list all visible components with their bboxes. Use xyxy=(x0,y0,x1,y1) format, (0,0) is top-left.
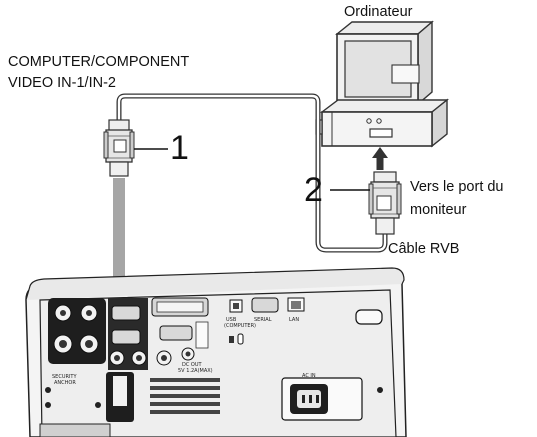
cable-label: Câble RVB xyxy=(388,241,460,257)
usb-label: USB xyxy=(226,317,237,323)
vga-connector-1 xyxy=(103,119,168,177)
dc-out-sub-label: 5V 1.2A(MAX) xyxy=(178,368,213,374)
input-label-line2: VIDEO IN-1/IN-2 xyxy=(8,75,116,91)
projector-rear-panel: USB (COMPUTER) SERIAL LAN AC IN DC OUT 5… xyxy=(25,267,407,437)
monitor-port-label-line1: Vers le port du xyxy=(410,179,504,195)
lan-label: LAN xyxy=(289,317,299,323)
serial-label: SERIAL xyxy=(254,317,272,323)
vga-connector-2 xyxy=(330,171,402,235)
dc-out-label: DC OUT xyxy=(182,362,203,368)
anchor-label: ANCHOR xyxy=(54,380,76,386)
input-label-line1: COMPUTER/COMPONENT xyxy=(8,54,190,70)
ac-in-label: AC IN xyxy=(302,373,316,379)
arrow-up-icon xyxy=(372,147,388,170)
step-2-number: 2 xyxy=(304,171,323,209)
computer-illustration xyxy=(315,20,449,148)
computer-label: Ordinateur xyxy=(344,4,413,20)
step-1-number: 1 xyxy=(170,129,189,167)
usb-sub-label: (COMPUTER) xyxy=(224,323,256,329)
monitor-port-label-line2: moniteur xyxy=(410,202,467,218)
insertion-guide-bar xyxy=(113,178,125,302)
security-label: SECURITY xyxy=(52,374,77,380)
